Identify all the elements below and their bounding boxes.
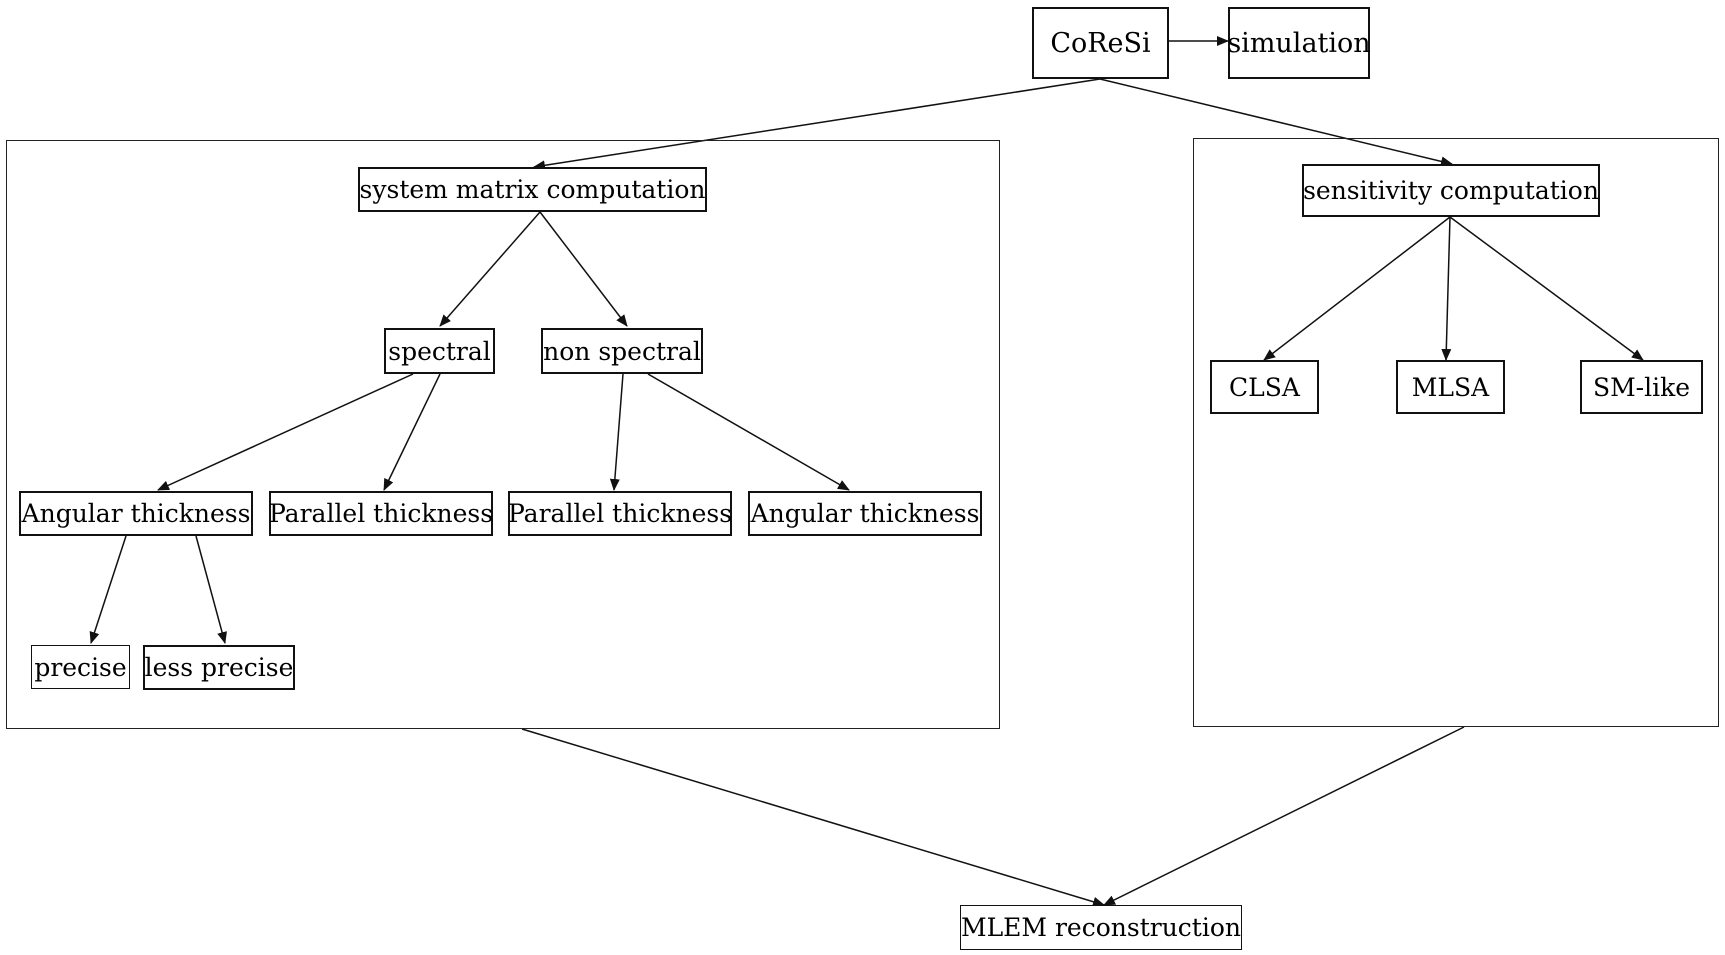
arrow-system-matrix-to-spectral: [439, 211, 541, 327]
mlsa-node: MLSA: [1396, 360, 1505, 414]
arrow-sensitivity-to-sm-like: [1449, 216, 1644, 361]
arrow-coresi-to-system-matrix: [533, 78, 1101, 171]
arrow-sensitivity-to-clsa: [1263, 216, 1451, 361]
arrow-non-spectral-to-angular-thickness: [647, 373, 850, 491]
spectral-node: spectral: [384, 328, 495, 374]
clsa-node: CLSA: [1210, 360, 1319, 414]
arrow-coresi-to-sensitivity: [1099, 78, 1453, 167]
non-spectral-parallel-thickness-node: Parallel thickness: [508, 491, 732, 536]
spectral-parallel-thickness-node: Parallel thickness: [269, 491, 493, 536]
arrow-spectral-to-parallel-thickness: [383, 373, 441, 491]
system-matrix-computation-node: system matrix computation: [358, 167, 707, 212]
sm-like-node: SM-like: [1580, 360, 1703, 414]
arrow-angular-thickness-to-precise: [89, 535, 127, 644]
arrow-angular-thickness-to-less-precise: [195, 535, 227, 644]
arrow-system-matrix-to-non-spectral: [539, 211, 628, 327]
sensitivity-computation-node: sensitivity computation: [1302, 164, 1600, 217]
system-matrix-group: [6, 140, 1000, 729]
mlem-reconstruction-node: MLEM reconstruction: [960, 905, 1242, 950]
arrow-right-group-to-mlem: [1103, 726, 1465, 906]
coresi-node: CoReSi: [1032, 7, 1169, 79]
spectral-angular-thickness-node: Angular thickness: [19, 491, 253, 536]
simulation-node: simulation: [1227, 7, 1371, 79]
arrow-left-group-to-mlem: [521, 728, 1105, 907]
arrow-spectral-to-angular-thickness: [157, 373, 414, 491]
arrow-sensitivity-to-mlsa: [1441, 216, 1452, 361]
less-precise-node: less precise: [143, 645, 295, 690]
non-spectral-angular-thickness-node: Angular thickness: [748, 491, 982, 536]
sensitivity-group: [1193, 138, 1719, 727]
arrow-non-spectral-to-parallel-thickness: [609, 373, 624, 491]
non-spectral-node: non spectral: [541, 328, 703, 374]
precise-node: precise: [31, 645, 130, 689]
